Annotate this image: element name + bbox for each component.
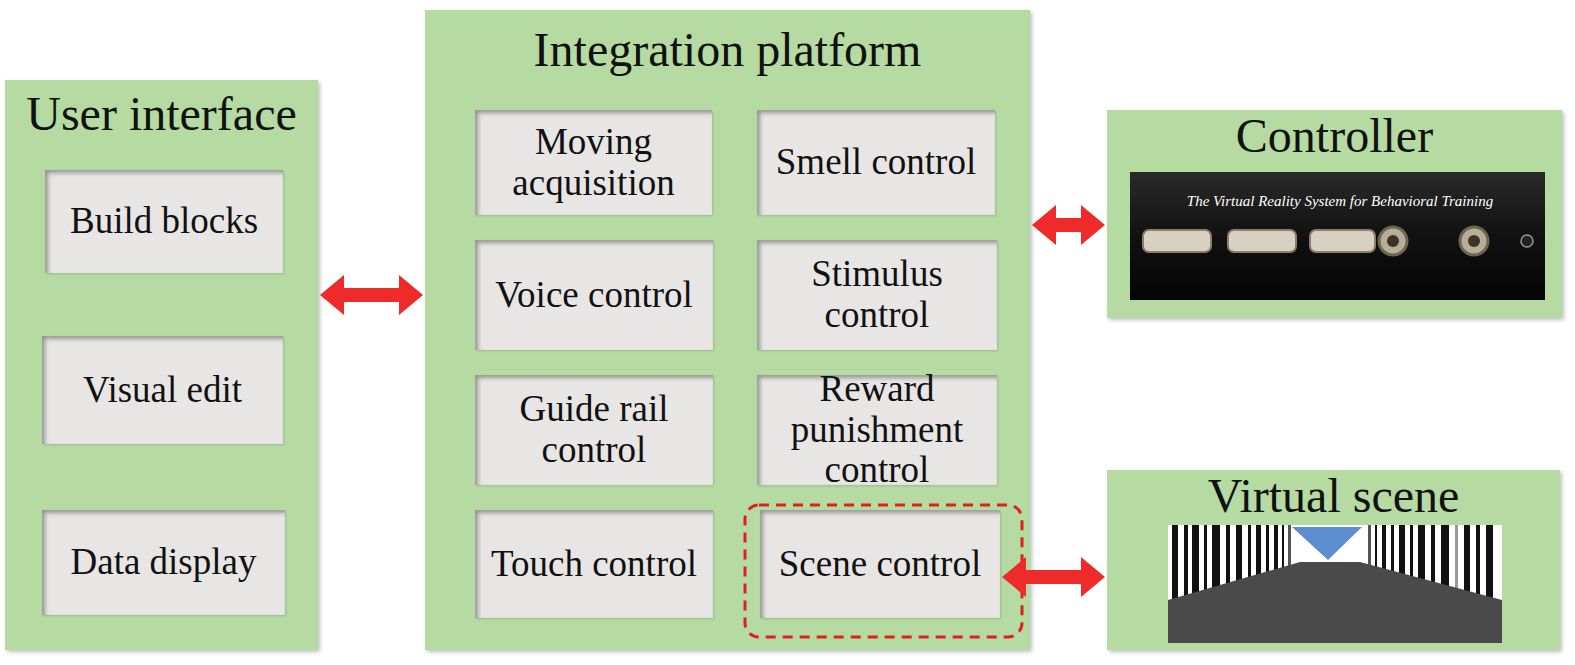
module-box: Guide rail control bbox=[475, 375, 713, 485]
highlight-dashed-outline bbox=[745, 505, 1022, 637]
module-label: Moving acquisition bbox=[481, 122, 706, 203]
group-title: Virtual scene bbox=[1097, 472, 1570, 520]
interface-group: User interfaceBuild blocksVisual editDat… bbox=[5, 80, 318, 650]
module-label: Scene control bbox=[779, 544, 981, 585]
group-title: User interface bbox=[0, 90, 328, 138]
module-label: Stimulus control bbox=[763, 254, 991, 335]
panel-caption: The Virtual Reality System for Behaviora… bbox=[1140, 193, 1540, 210]
module-box: Stimulus control bbox=[757, 240, 997, 350]
module-label: Touch control bbox=[491, 544, 697, 585]
module-box: Scene control bbox=[760, 510, 1000, 618]
double-arrow bbox=[1032, 205, 1105, 245]
module-box: Moving acquisition bbox=[475, 110, 712, 215]
module-box: Touch control bbox=[475, 510, 713, 618]
module-box: Visual edit bbox=[42, 336, 283, 444]
double-arrow bbox=[320, 275, 423, 315]
module-box: Data display bbox=[42, 510, 285, 615]
group-title: Integration platform bbox=[415, 26, 1040, 74]
group-title: Controller bbox=[1097, 112, 1572, 160]
module-label: Visual edit bbox=[83, 370, 242, 411]
module-label: Guide rail control bbox=[481, 389, 707, 470]
module-box: Build blocks bbox=[45, 170, 283, 273]
module-label: Reward punishment control bbox=[763, 369, 991, 491]
module-box: Reward punishment control bbox=[757, 375, 997, 485]
module-box: Voice control bbox=[475, 240, 713, 350]
controller-photo bbox=[1130, 172, 1545, 300]
module-label: Data display bbox=[71, 542, 257, 583]
module-label: Build blocks bbox=[70, 201, 258, 242]
platform-group: Integration platformMoving acquisitionSm… bbox=[425, 10, 1030, 650]
module-label: Voice control bbox=[495, 275, 693, 316]
virtual-corridor-image bbox=[1168, 525, 1502, 643]
module-box: Smell control bbox=[757, 110, 995, 215]
module-label: Smell control bbox=[776, 142, 976, 183]
